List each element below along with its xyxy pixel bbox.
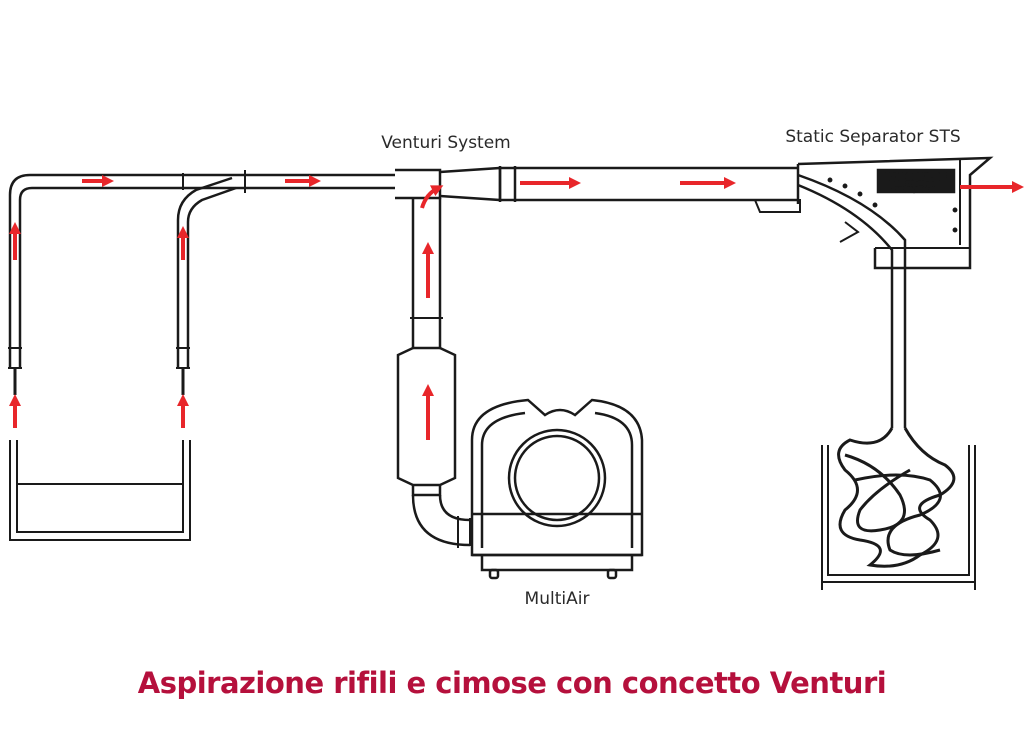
diagram-caption: Aspirazione rifili e cimose con concetto… — [137, 666, 887, 700]
flow-arrows — [9, 175, 1024, 440]
static-separator-label: Static Separator STS — [785, 127, 960, 147]
multiair-label: MultiAir — [525, 589, 590, 609]
riser-duct — [396, 198, 471, 548]
second-intake-branch — [176, 176, 237, 395]
separator-url-label: www.kongskilde.com — [893, 187, 939, 193]
venturi-system-label: Venturi System — [381, 133, 511, 153]
flow-arrow — [420, 185, 444, 209]
separator-model-label: STS 150 — [906, 182, 926, 188]
left-intake-duct — [8, 170, 395, 395]
trim-waste — [837, 427, 956, 568]
trimming-tray — [9, 440, 191, 541]
venturi-unit — [395, 164, 800, 204]
collection-bin — [821, 445, 976, 590]
static-separator: KONGSKILDE STS 150 www.kongskilde.com — [753, 156, 994, 270]
kongskilde-logo: KONGSKILDE — [886, 172, 946, 182]
outlet-pipe — [890, 268, 907, 428]
multiair-fan — [470, 398, 644, 580]
